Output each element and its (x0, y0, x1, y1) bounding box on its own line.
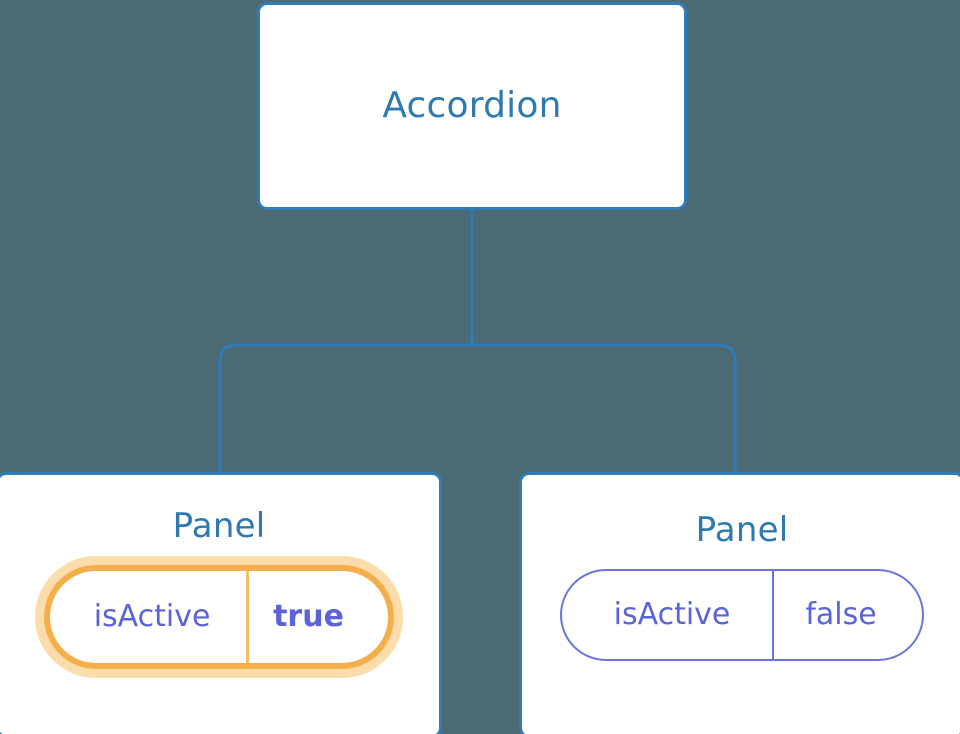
prop-key-left: isActive (93, 599, 211, 634)
node-accordion[interactable]: Accordion (257, 2, 687, 210)
prop-key-right: isActive (613, 597, 731, 632)
prop-value-left: true (246, 571, 388, 663)
node-panel-right[interactable]: Panel isActive false (519, 472, 960, 734)
connector-branch-bus (218, 343, 737, 474)
prop-pill-isactive-false[interactable]: isActive false (560, 569, 924, 661)
node-title-accordion: Accordion (382, 85, 562, 126)
node-title-panel-left: Panel (172, 506, 266, 546)
prop-pill-isactive-true[interactable]: isActive true (44, 565, 394, 669)
prop-pill-wrapper-left: isActive true (44, 565, 394, 669)
prop-pill-wrapper-right: isActive false (560, 569, 924, 661)
node-title-panel-right: Panel (695, 510, 789, 550)
prop-value-right: false (772, 571, 922, 659)
node-panel-left[interactable]: Panel isActive true (0, 472, 442, 734)
